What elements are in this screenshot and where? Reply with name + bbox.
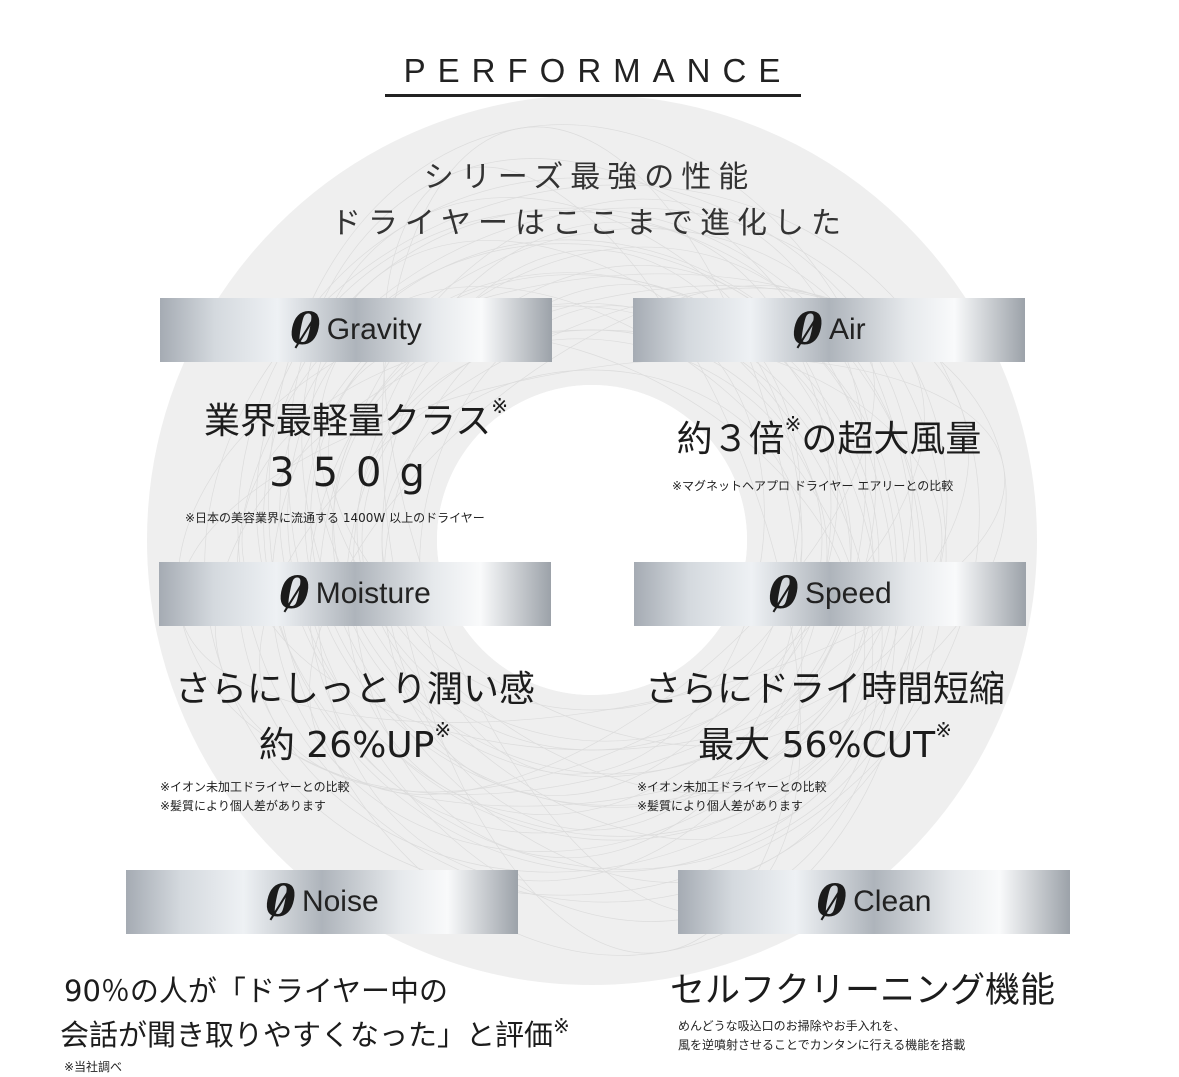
zero-slash-icon: 0 [265,876,296,927]
gravity-headline: 業界最軽量クラス※ [160,392,552,444]
ring-swirl-line [301,197,883,883]
banner-label: Gravity [326,313,422,346]
banner-noise: 0 Noise [126,870,518,934]
banner-label: Speed [804,577,892,610]
footnote-mark: ※ [784,412,802,436]
banner-moisture: 0 Moisture [159,562,551,626]
footnote-mark: ※ [434,718,452,742]
banner-speed: 0 Speed [634,562,1026,626]
noise-headline-2-text: 会話が聞き取りやすくなった」と評価 [60,1018,554,1052]
ring-swirl-line [317,198,867,882]
banner-label: Clean [853,885,932,918]
speed-note-2: ※髪質により個人差があります [637,799,803,813]
banner-label: Moisture [315,577,431,610]
moisture-note-1: ※イオン未加工ドライヤーとの比較 [160,780,350,794]
air-headline: 約３倍※の超大風量 [633,410,1025,462]
footnote-mark: ※ [935,718,952,742]
gravity-weight: 350g [269,450,443,496]
ring-swirl-line [345,264,839,816]
moisture-note-2: ※髪質により個人差があります [160,799,326,813]
banner-gravity: 0 Gravity [160,298,552,362]
zero-slash-icon: 0 [279,568,310,619]
heading-underline [385,94,801,97]
noise-headline-1: 90％の人が「ドライヤー中の [64,974,449,1008]
zero-slash-icon: 0 [768,568,799,619]
speed-headline: さらにドライ時間短縮 [644,669,1005,710]
tagline-line-1: シリーズ最強の性能 [423,160,756,195]
tagline-line-2: ドライヤーはここまで進化した [330,206,849,241]
moisture-value-text: 約 26%UP [258,725,435,766]
zero-slash-icon: 0 [792,304,823,355]
speed-note-1: ※イオン未加工ドライヤーとの比較 [637,780,827,794]
ring-swirl-line [310,240,874,840]
clean-note-1: めんどうな吸込口のお掃除やお手入れを、 [678,1019,906,1033]
speed-value: 最大 56%CUT※ [600,716,1050,768]
ring-swirl-line [241,329,943,751]
moisture-value: 約 26%UP※ [130,716,580,768]
air-headline-a: 約３倍 [676,419,785,460]
clean-note-2: 風を逆噴射させることでカンタンに行える機能を搭載 [678,1038,966,1052]
noise-headline-2: 会話が聞き取りやすくなった」と評価※ [60,1012,570,1054]
clean-headline: セルフクリーニング機能 [670,971,1056,1011]
speed-value-text: 最大 56%CUT [698,725,936,766]
moisture-headline: さらにしっとり潤い感 [174,669,535,710]
footnote-mark: ※ [553,1014,570,1038]
zero-slash-icon: 0 [816,876,848,927]
banner-clean: 0 Clean [678,870,1070,934]
gravity-headline-text: 業界最軽量クラス [203,401,492,442]
zero-slash-icon: 0 [290,304,321,355]
banner-air: 0 Air [633,298,1025,362]
page-heading: PERFORMANCE [403,52,793,89]
ring-swirl-line [328,333,856,747]
gravity-note: ※日本の美容業界に流通する 1400W 以上のドライヤー [185,511,485,525]
banner-label: Air [828,313,866,346]
banner-label: Noise [301,885,379,918]
noise-note: ※当社調べ [64,1060,123,1074]
footnote-mark: ※ [491,394,509,418]
air-headline-b: の超大風量 [801,419,982,460]
air-note: ※マグネットヘアプロ ドライヤー エアリーとの比較 [672,479,954,493]
ring-swirl-line [381,249,803,831]
ring-swirl-line [204,184,980,896]
